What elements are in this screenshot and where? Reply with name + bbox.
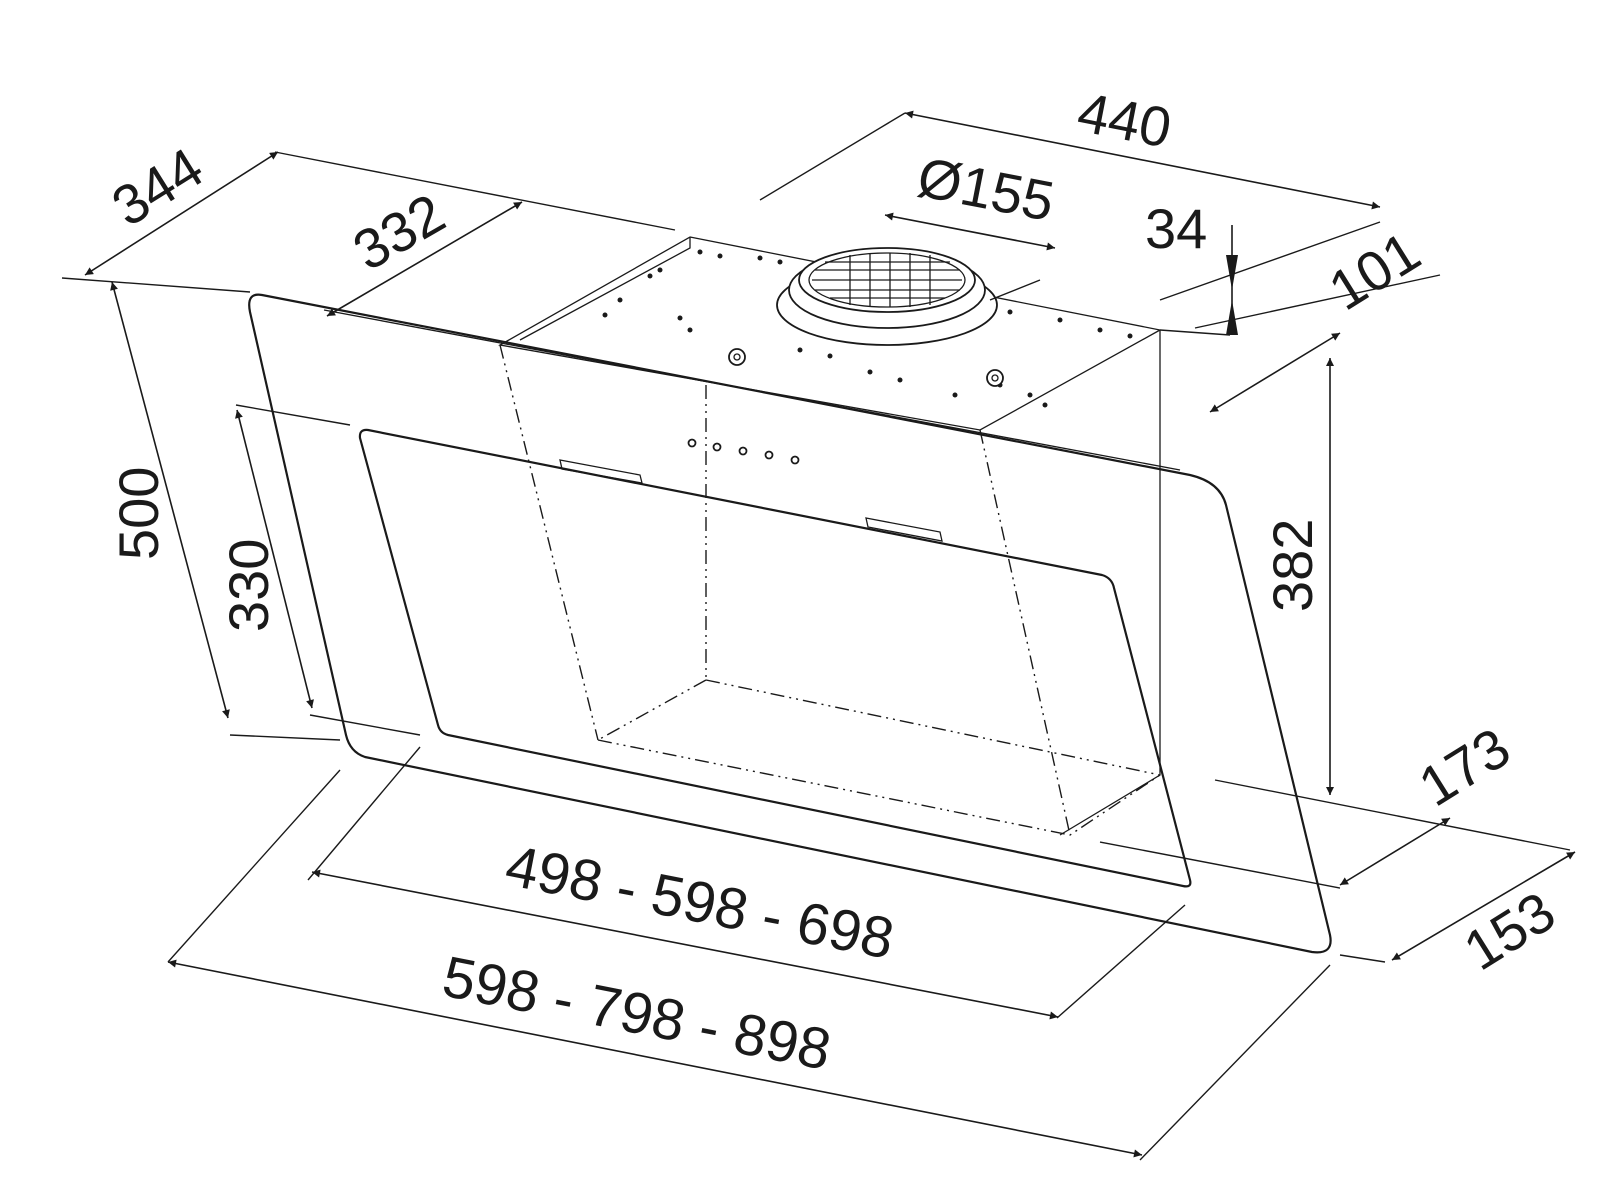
control-button xyxy=(687,438,697,448)
screw-knob xyxy=(986,369,1004,387)
dim-line-330 xyxy=(235,409,314,709)
dim-line-173 xyxy=(1339,817,1451,886)
hidden-box-right xyxy=(979,429,1071,836)
dim-label-101: 101 xyxy=(1318,219,1431,322)
dim-label-382: 382 xyxy=(1261,519,1324,612)
dimension-lines xyxy=(84,110,1576,1158)
dim-label-440: 440 xyxy=(1073,80,1177,160)
inner-glass-panel xyxy=(358,428,1192,888)
dim-label-outer-widths: 598 - 798 - 898 xyxy=(438,944,837,1083)
dim-line-344 xyxy=(84,151,279,276)
dim-label-500: 500 xyxy=(107,467,170,560)
screw-knob xyxy=(733,353,741,361)
dim-label-155: Ø155 xyxy=(913,145,1060,233)
hidden-box-back xyxy=(597,679,1161,776)
dim-label-330: 330 xyxy=(217,539,280,632)
fan-grille-icon xyxy=(808,252,966,308)
outer-glass-panel xyxy=(248,293,1332,954)
control-button xyxy=(738,446,748,456)
dim-label-332: 332 xyxy=(343,181,455,282)
dim-label-34: 34 xyxy=(1145,197,1207,260)
screw-knob xyxy=(991,374,999,382)
extension-lines xyxy=(61,112,1571,1161)
hinge-right xyxy=(865,517,943,542)
hidden-box-left xyxy=(499,344,599,741)
dim-line-332 xyxy=(326,201,523,317)
control-button xyxy=(712,442,722,452)
hinge-left xyxy=(559,459,643,484)
dim-line-440 xyxy=(904,110,1381,210)
dim-line-101 xyxy=(1209,332,1341,413)
duct-collar xyxy=(776,247,998,346)
motor-box-edge xyxy=(519,237,691,341)
dim-label-173: 173 xyxy=(1408,715,1521,818)
dim-line-500 xyxy=(110,281,230,719)
dim-label-153: 153 xyxy=(1453,879,1566,982)
mounting-holes xyxy=(602,249,1133,408)
glass-top-edge xyxy=(323,309,1181,471)
hood-body xyxy=(248,236,1332,954)
dim-line-outer-widths xyxy=(167,959,1143,1158)
dim-line-155 xyxy=(884,212,1056,251)
screw-knob xyxy=(728,348,746,366)
motor-box-side xyxy=(1059,330,1161,836)
dimension-labels: 344 332 440 Ø155 34 101 500 330 382 173 … xyxy=(101,80,1566,1083)
control-button xyxy=(764,450,774,460)
hidden-box-bottom xyxy=(597,739,1161,836)
control-button xyxy=(790,455,800,465)
control-buttons xyxy=(687,438,800,465)
dim-line-153 xyxy=(1391,851,1576,961)
dim-label-344: 344 xyxy=(101,135,214,238)
